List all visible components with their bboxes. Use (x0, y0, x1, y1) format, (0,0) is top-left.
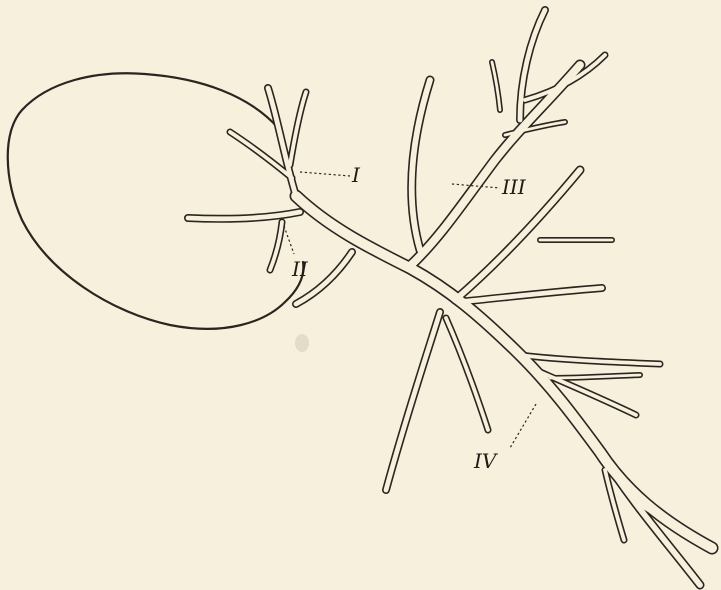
leader-line-II (284, 226, 294, 254)
label-I: I (351, 163, 361, 187)
label-II: II (291, 257, 309, 281)
vessel-branch-I-up-b-lumen (290, 92, 306, 165)
vessel-branch-down-2-lumen (446, 318, 488, 430)
paper-smudge (295, 334, 309, 352)
leader-line-I (300, 172, 350, 176)
label-IV: IV (473, 449, 499, 473)
vessel-branch-down-1-lumen (386, 312, 440, 490)
vessel-tree (188, 10, 715, 585)
leader-line-IV (510, 404, 536, 448)
vessel-branch-III-side-lumen (505, 122, 565, 135)
vessel-branch-right-2-lumen (458, 288, 602, 302)
label-III: III (501, 175, 527, 199)
organ-outline (8, 73, 304, 329)
vessel-branch-III-lumen (410, 65, 580, 266)
